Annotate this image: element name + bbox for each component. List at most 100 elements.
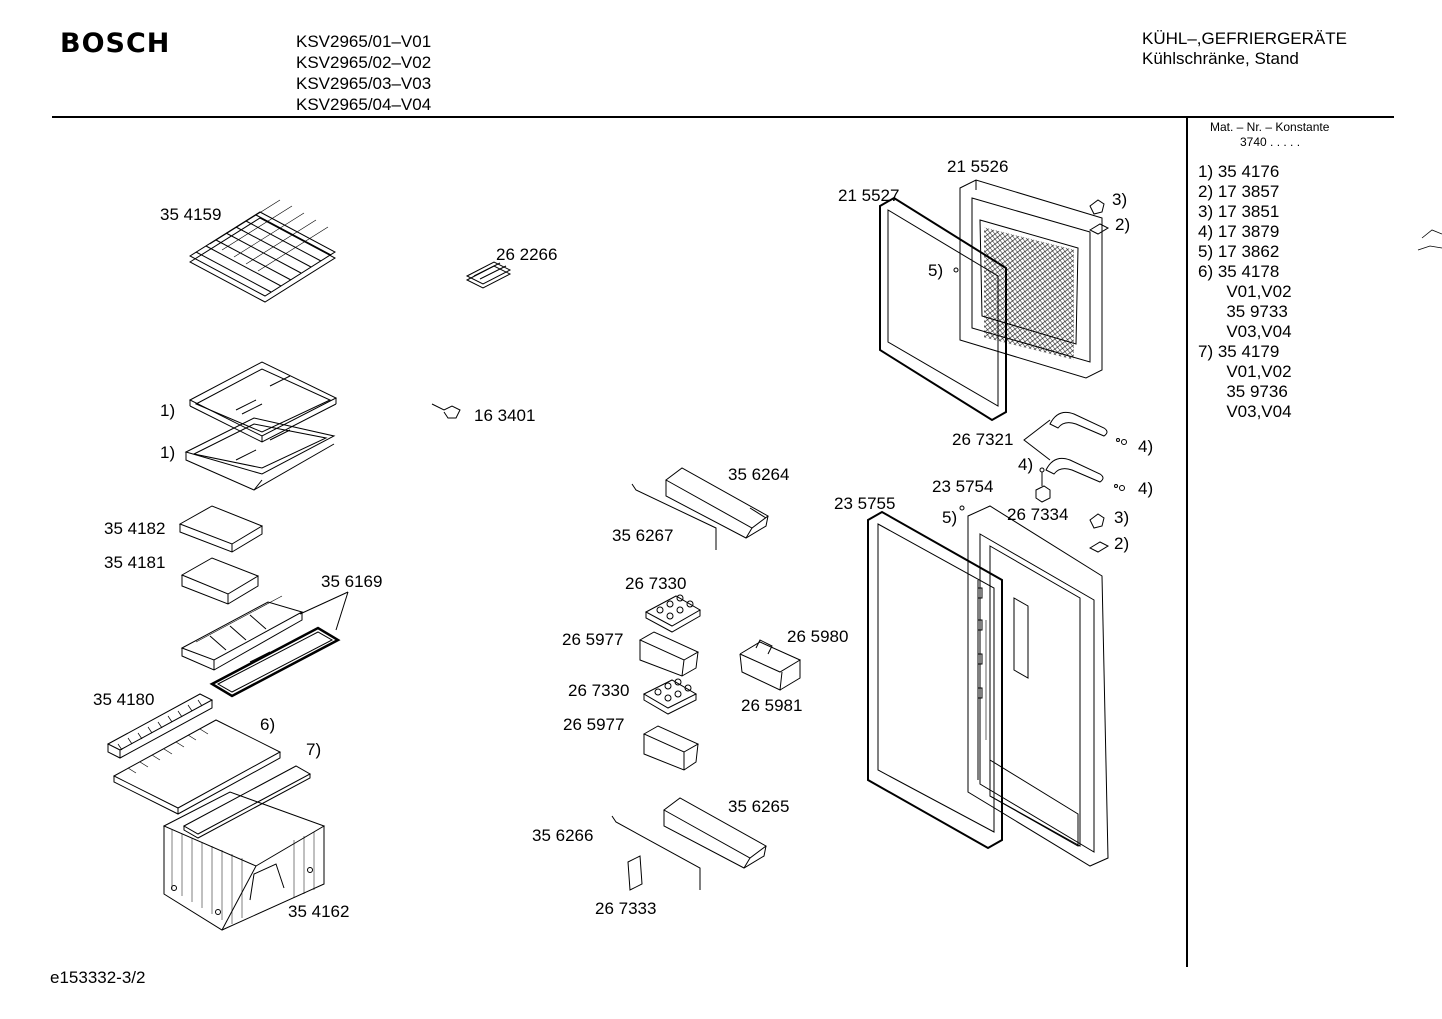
frame-glass-drawing: [209, 626, 341, 698]
chiller-tray-lid-drawing: [178, 505, 264, 553]
category-block: KÜHL–,GEFRIERGERÄTE Kühlschränke, Stand: [1142, 29, 1347, 69]
freezer-gasket-drawing: [879, 196, 1007, 422]
part-label: 26 5981: [741, 696, 803, 715]
glass-shelf-lower-drawing: [184, 417, 336, 491]
part-label: 35 6266: [532, 826, 594, 845]
cover-strip-drawing: [106, 693, 214, 759]
part-label: 35 4162: [288, 902, 350, 921]
small-box-lower-drawing: [642, 725, 700, 771]
leader-line: [1023, 419, 1051, 461]
legend-item: 4) 17 3879: [1198, 222, 1280, 241]
mat-value: 3740 . . . . .: [1240, 135, 1301, 149]
part-label: 35 6169: [321, 572, 383, 591]
model-item: KSV2965/02–V02: [296, 53, 432, 72]
egg-rack-small-drawing: [465, 261, 512, 289]
part-label: 2): [1114, 534, 1130, 553]
part-label: 35 6264: [728, 465, 790, 484]
part-label: 26 5977: [563, 715, 625, 734]
clip-drawing: [627, 855, 643, 891]
category-subtitle: Kühlschränke, Stand: [1142, 49, 1299, 68]
part-label: 4): [1138, 437, 1154, 456]
part-label: 16 3401: [474, 406, 536, 425]
part-label: 5): [942, 508, 958, 527]
hinge-block-drawing: [1035, 485, 1051, 503]
document-id: e153332-3/2: [50, 968, 146, 987]
screw-drawing: [953, 267, 959, 273]
bottle-holder-drawing: [739, 639, 802, 691]
legend-item: V03,V04: [1198, 402, 1292, 421]
legend-item: V01,V02: [1198, 282, 1292, 301]
part-label: 26 7330: [625, 574, 687, 593]
legend-item: 5) 17 3862: [1198, 242, 1280, 261]
part-label: 5): [928, 261, 944, 280]
small-box-upper-drawing: [638, 631, 700, 677]
legend-item: 35 9733: [1198, 302, 1288, 321]
part-label: 35 4180: [93, 690, 155, 709]
crisper-cover-drawing: [112, 719, 282, 815]
part-label: 3): [1112, 190, 1128, 209]
legend-item: V01,V02: [1198, 362, 1292, 381]
model-list: KSV2965/01–V01 KSV2965/02–V02 KSV2965/03…: [296, 31, 431, 115]
screw-drawing: [1039, 438, 1127, 491]
part-label: 26 7321: [952, 430, 1014, 449]
part-label: 26 7330: [568, 681, 630, 700]
legend-item: V03,V04: [1198, 322, 1292, 341]
leader-line: [299, 591, 349, 615]
door-handle-lower-drawing: [1045, 457, 1104, 483]
leader-line: [335, 591, 349, 631]
door-bin-upper-drawing: [665, 467, 769, 539]
part-label: 35 4159: [160, 205, 222, 224]
door-handle-upper-drawing: [1049, 411, 1108, 437]
part-label: 21 5527: [838, 186, 900, 205]
part-label: 35 6267: [612, 526, 674, 545]
legend-item: 3) 17 3851: [1198, 202, 1280, 221]
legend-item: 1) 35 4176: [1198, 162, 1280, 181]
crisper-box-drawing: [162, 791, 326, 931]
legend-item: 6) 35 4178: [1198, 262, 1280, 281]
part-label: 26 7333: [595, 899, 657, 918]
brand-logo: BOSCH: [60, 28, 171, 59]
part-label: 23 5755: [834, 494, 896, 513]
part-label: 1): [160, 443, 176, 462]
frame-shelf-drawing: [180, 595, 304, 671]
part-label: 2): [1115, 215, 1131, 234]
model-item: KSV2965/03–V03: [296, 74, 432, 93]
part-label: 26 5980: [787, 627, 849, 646]
egg-tray-lower-drawing: [642, 678, 698, 715]
chiller-tray-drawing: [180, 557, 260, 605]
glass-shelf-upper-drawing: [188, 361, 338, 443]
part-label: 35 6265: [728, 797, 790, 816]
legend-item: 35 9736: [1198, 382, 1288, 401]
part-label: 6): [260, 715, 276, 734]
freezer-door-drawing: [959, 179, 1103, 379]
egg-tray-upper-drawing: [644, 594, 701, 633]
screw-drawing: [959, 505, 965, 511]
part-label: 4): [1018, 455, 1034, 474]
part-label: 26 2266: [496, 245, 558, 264]
part-label: 23 5754: [932, 477, 994, 496]
bin-rail-drawing: [631, 483, 717, 550]
category-title: KÜHL–,GEFRIERGERÄTE: [1142, 29, 1347, 48]
part-label: 26 7334: [1007, 505, 1069, 524]
part-label: 26 5977: [562, 630, 624, 649]
ice-scraper-drawing: [431, 403, 461, 419]
part-label: 21 5526: [947, 157, 1009, 176]
legend-item: 7) 35 4179: [1198, 342, 1280, 361]
hinge-cap-drawing: [1088, 199, 1110, 553]
fridge-door-drawing: [967, 505, 1109, 867]
crisper-plate-drawing: [182, 765, 312, 839]
margin-mark: [1417, 229, 1442, 251]
wire-rack-drawing: [189, 199, 336, 303]
fridge-gasket-drawing: [867, 510, 1003, 850]
parts-legend: 1) 35 4176 2) 17 3857 3) 17 3851 4) 17 3…: [1198, 162, 1292, 422]
bin-rail-lower-drawing: [611, 815, 701, 890]
part-label: 4): [1138, 479, 1154, 498]
mat-title: Mat. – Nr. – Konstante: [1210, 120, 1330, 134]
part-label: 1): [160, 401, 176, 420]
model-item: KSV2965/04–V04: [296, 95, 432, 114]
part-label: 35 4182: [104, 519, 166, 538]
model-item: KSV2965/01–V01: [296, 32, 432, 51]
part-label: 3): [1114, 508, 1130, 527]
legend-item: 2) 17 3857: [1198, 182, 1280, 201]
